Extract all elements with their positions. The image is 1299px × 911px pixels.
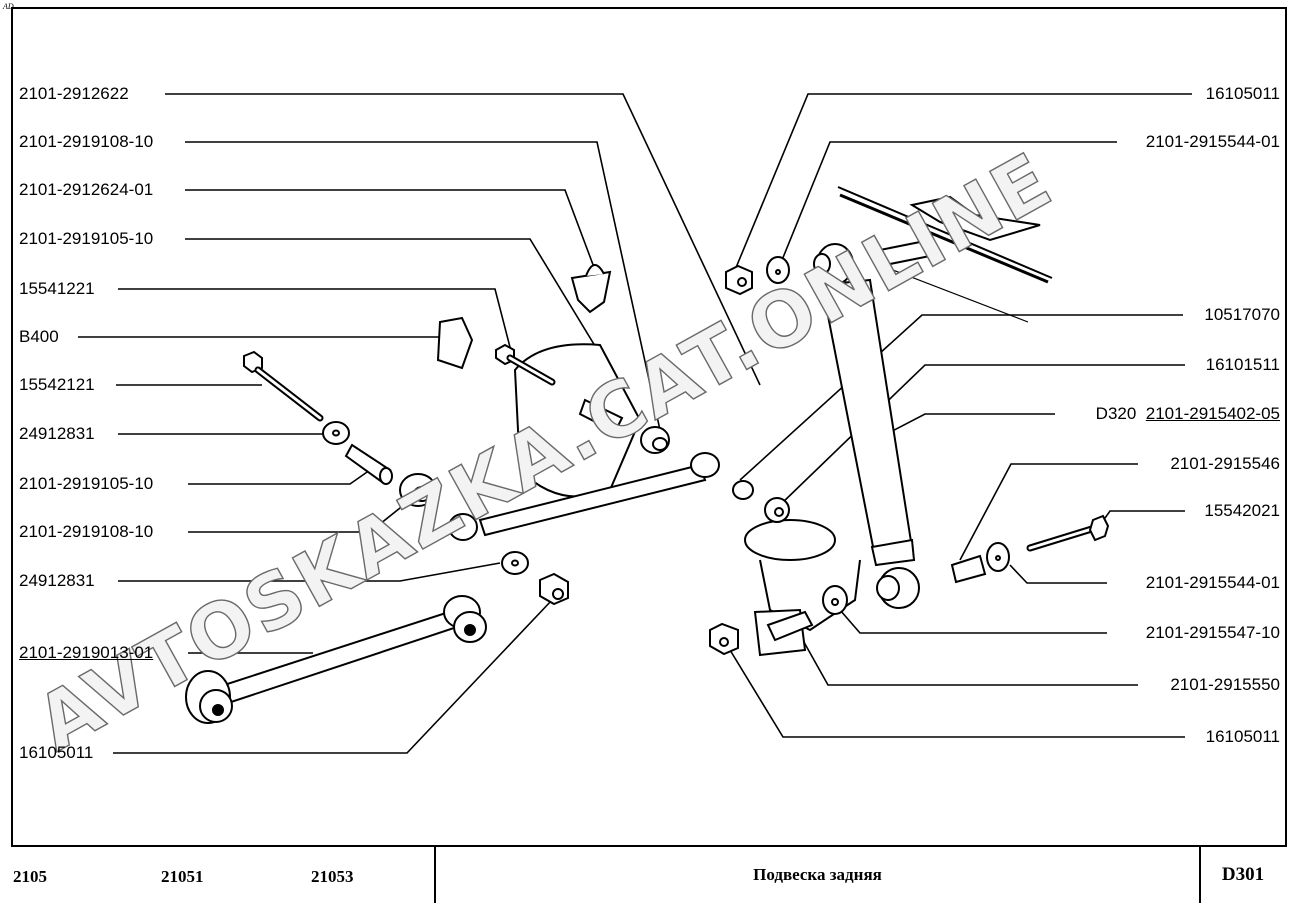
axle-beam-part: [478, 463, 707, 537]
callout-r3[interactable]: 10517070: [1204, 305, 1280, 324]
callout-r11[interactable]: 16105011: [1205, 727, 1280, 746]
callout-l11[interactable]: 24912831: [19, 571, 95, 590]
callout-l9[interactable]: 2101-2919105-10: [19, 474, 154, 493]
callout-r10[interactable]: 2101-2915550: [1170, 675, 1280, 694]
leader-r1: [734, 93, 1192, 271]
right-sleeve-part: [950, 554, 987, 584]
nut-part: [539, 572, 569, 606]
leader-l2: [185, 141, 661, 431]
callout-r5-prefix: D320: [1095, 404, 1137, 423]
drawing-title: Подвеска задняя: [436, 847, 1201, 903]
callout-l1[interactable]: 2101-2912622: [19, 84, 129, 103]
spring-seat-part: [744, 519, 836, 561]
callout-l8[interactable]: 24912831: [19, 424, 95, 443]
callout-r2[interactable]: 2101-2915544-01: [1145, 132, 1280, 151]
callout-r4[interactable]: 16101511: [1205, 355, 1280, 374]
corner-mark: AD: [3, 2, 14, 11]
leader-l10: [188, 499, 411, 533]
callout-l12[interactable]: 2101-2919013-01: [19, 643, 154, 662]
callout-r9[interactable]: 2101-2915547-10: [1145, 623, 1280, 642]
axle-sleeve-part: [578, 398, 624, 434]
leader-l13: [113, 599, 553, 754]
leader-r4: [779, 364, 1185, 506]
model-21051: 21051: [161, 867, 204, 886]
callout-r5[interactable]: D320 2101-2915402-05: [1096, 404, 1280, 424]
leader-l5: [118, 288, 513, 356]
title-block: 2105 21051 21053 Подвеска задняя D301: [11, 845, 1287, 903]
leader-r7: [1099, 510, 1185, 526]
callout-l13[interactable]: 16105011: [19, 743, 94, 762]
leader-r5: [874, 413, 1055, 441]
bracket-part: [436, 316, 474, 370]
model-list: 2105 21051 21053: [11, 847, 436, 903]
model-2105: 2105: [13, 867, 47, 886]
callout-l10[interactable]: 2101-2919108-10: [19, 522, 154, 541]
rod-part: [213, 608, 462, 707]
leader-r3: [739, 314, 1183, 481]
right-bolt-head: [1088, 514, 1110, 542]
callout-r1[interactable]: 16105011: [1205, 84, 1280, 103]
leader-r8: [1009, 564, 1107, 584]
callout-l7[interactable]: 15542121: [19, 375, 95, 394]
leader-r6: [959, 463, 1138, 561]
callout-l5[interactable]: 15541221: [19, 279, 95, 298]
callout-r8[interactable]: 2101-2915544-01: [1145, 573, 1280, 592]
callout-r7[interactable]: 15542021: [1204, 501, 1280, 520]
callout-l4[interactable]: 2101-2919105-10: [19, 229, 154, 248]
leader-r2: [779, 141, 1117, 266]
callout-r6[interactable]: 2101-2915546: [1170, 454, 1280, 473]
bump-stop-tip: [585, 264, 605, 277]
callout-l6[interactable]: B400: [19, 327, 59, 346]
drawing-code: D301: [1221, 864, 1265, 885]
leader-r10: [799, 634, 1138, 686]
shock-absorber-part: [820, 278, 914, 559]
body-bracket-part: [909, 195, 1041, 242]
bump-stop-part: [570, 270, 612, 314]
leader-r11: [729, 649, 1185, 738]
leader-l9: [188, 469, 371, 485]
leader-r9: [839, 609, 1107, 634]
leader-l3: [185, 189, 596, 271]
callout-l2[interactable]: 2101-2919108-10: [19, 132, 154, 151]
body-panel-edge: [837, 186, 1053, 279]
part-sketches: [185, 186, 1110, 724]
model-21053: 21053: [311, 867, 354, 886]
callout-r5-number[interactable]: 2101-2915402-05: [1145, 404, 1280, 423]
callout-l3[interactable]: 2101-2912624-01: [19, 180, 154, 199]
leader-l1: [165, 93, 761, 386]
leader-l11: [118, 562, 501, 582]
